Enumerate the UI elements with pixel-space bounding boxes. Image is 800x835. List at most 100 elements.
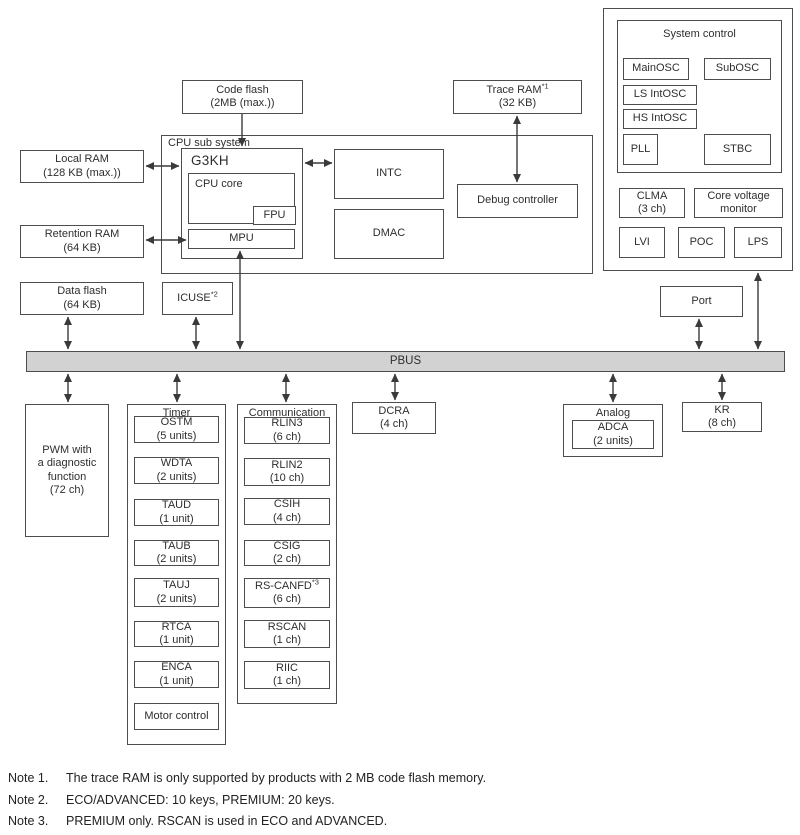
rs-canfd-box: RS-CANFD*3 (6 ch) (244, 578, 330, 608)
trace-ram-size: (32 KB) (498, 97, 537, 109)
ostm-name: OSTM (160, 416, 193, 429)
csih-name: CSIH (273, 498, 301, 511)
adca-box: ADCA (2 units) (572, 420, 654, 449)
csig-box: CSIG (2 ch) (244, 540, 330, 566)
taub-name: TAUB (162, 539, 191, 552)
dmac-box: DMAC (334, 209, 444, 259)
note-2-text: ECO/ADVANCED: 10 keys, PREMIUM: 20 keys. (66, 793, 335, 807)
kr-qty: (8 ch) (707, 417, 737, 429)
enca-name: ENCA (161, 661, 192, 674)
rtca-name: RTCA (161, 620, 192, 633)
communication-title: Communication (248, 407, 326, 419)
icuse-box: ICUSE*2 (162, 282, 233, 315)
rtca-qty: (1 unit) (159, 634, 194, 646)
hs-intosc-box: HS IntOSC (623, 109, 697, 129)
taub-qty: (2 units) (156, 553, 197, 565)
fpu-box: FPU (253, 206, 296, 225)
note-ref-3: *3 (311, 576, 319, 586)
motor-control-name: Motor control (144, 709, 209, 722)
intc-label: INTC (376, 167, 402, 180)
ostm-qty: (5 units) (156, 429, 197, 442)
taud-qty: (1 unit) (159, 512, 194, 525)
tauj-box: TAUJ (2 units) (134, 578, 219, 607)
system-control-title: System control (663, 28, 736, 40)
motor-control-box: Motor control (134, 703, 219, 730)
ls-intosc-label: LS IntOSC (633, 88, 687, 101)
port-box: Port (660, 286, 743, 317)
enca-box: ENCA (1 unit) (134, 661, 219, 688)
pwm-box: PWM with a diagnostic function (72 ch) (25, 404, 109, 537)
port-label: Port (691, 294, 712, 307)
pwm-line4: (72 ch) (49, 483, 85, 496)
poc-box: POC (678, 227, 725, 258)
csig-name: CSIG (273, 539, 301, 552)
code-flash-name: Code flash (216, 83, 269, 96)
lvi-label: LVI (634, 235, 650, 248)
riic-qty: (1 ch) (272, 675, 302, 687)
note-1-text: The trace RAM is only supported by produ… (66, 771, 487, 785)
mpu-box: MPU (188, 229, 295, 249)
icuse-name: ICUSE*2 (177, 289, 218, 304)
data-flash-box: Data flash (64 KB) (20, 282, 144, 315)
rlin2-box: RLIN2 (10 ch) (244, 458, 330, 486)
analog-title: Analog (595, 407, 631, 419)
stbc-label: STBC (722, 142, 753, 155)
note-3-label: Note 3. (8, 814, 49, 828)
csig-qty: (2 ch) (272, 553, 302, 565)
rscan-qty: (1 ch) (272, 634, 302, 646)
poc-label: POC (689, 235, 714, 248)
data-flash-name: Data flash (57, 285, 107, 298)
pbus-bar: PBUS (26, 351, 785, 372)
clma-qty: (3 ch) (637, 203, 667, 215)
pll-box: PLL (623, 134, 658, 165)
tauj-qty: (2 units) (156, 592, 197, 605)
rlin3-name: RLIN3 (271, 417, 303, 430)
data-flash-size: (64 KB) (63, 298, 101, 311)
local-ram-size: (128 KB (max.)) (43, 166, 121, 179)
taud-name: TAUD (161, 499, 192, 512)
note-3-text: PREMIUM only. RSCAN is used in ECO and A… (66, 814, 388, 828)
riic-name: RIIC (276, 661, 298, 674)
dcra-box: DCRA (4 ch) (352, 402, 436, 434)
rlin2-qty: (10 ch) (269, 472, 305, 484)
note-2-label: Note 2. (8, 793, 49, 807)
dmac-label: DMAC (372, 227, 406, 240)
local-ram-box: Local RAM (128 KB (max.)) (20, 150, 144, 183)
core-voltage-monitor-line2: monitor (720, 203, 757, 215)
adca-name: ADCA (597, 421, 629, 434)
rlin2-name: RLIN2 (271, 458, 303, 471)
rs-canfd-qty: (6 ch) (272, 593, 302, 605)
tauj-name: TAUJ (163, 579, 190, 592)
rlin3-box: RLIN3 (6 ch) (244, 417, 330, 444)
wdta-box: WDTA (2 units) (134, 457, 219, 484)
dcra-qty: (4 ch) (379, 418, 409, 430)
pwm-line1: PWM with (42, 443, 92, 456)
csih-box: CSIH (4 ch) (244, 498, 330, 525)
rs-canfd-name: RS-CANFD*3 (255, 576, 319, 592)
subosc-label: SubOSC (715, 62, 760, 75)
kr-box: KR (8 ch) (682, 402, 762, 432)
dcra-name: DCRA (378, 404, 410, 417)
note-3: Note 3. PREMIUM only. RSCAN is used in E… (8, 814, 387, 828)
subosc-box: SubOSC (704, 58, 771, 80)
mainosc-box: MainOSC (623, 58, 689, 80)
mpu-label: MPU (229, 232, 254, 245)
lps-label: LPS (747, 235, 769, 248)
csih-qty: (4 ch) (272, 511, 302, 524)
rtca-box: RTCA (1 unit) (134, 621, 219, 647)
core-voltage-monitor-box: Core voltage monitor (694, 188, 783, 218)
rlin3-qty: (6 ch) (272, 430, 302, 443)
taub-box: TAUB (2 units) (134, 540, 219, 566)
ostm-box: OSTM (5 units) (134, 416, 219, 443)
hs-intosc-label: HS IntOSC (632, 112, 688, 125)
pwm-line3: function (47, 470, 87, 483)
trace-ram-box: Trace RAM*1 (32 KB) (453, 80, 582, 114)
fpu-label: FPU (263, 208, 286, 221)
note-ref-1: *1 (541, 80, 549, 90)
lvi-box: LVI (619, 227, 665, 258)
pbus-label: PBUS (389, 355, 422, 368)
core-voltage-monitor-line1: Core voltage (707, 189, 770, 202)
note-2: Note 2. ECO/ADVANCED: 10 keys, PREMIUM: … (8, 793, 335, 807)
taud-box: TAUD (1 unit) (134, 499, 219, 526)
note-1: Note 1. The trace RAM is only supported … (8, 771, 486, 785)
